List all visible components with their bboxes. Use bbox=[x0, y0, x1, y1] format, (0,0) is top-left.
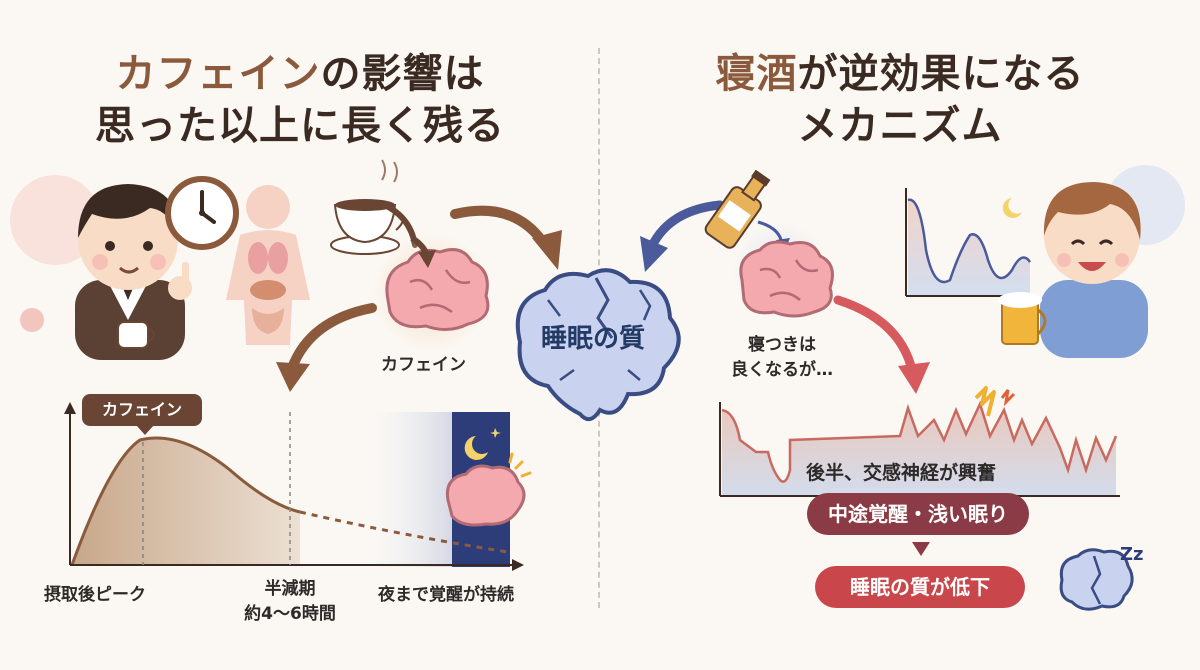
left-title-accent: カフェイン bbox=[115, 51, 321, 97]
label-half-life-1: 半減期 bbox=[264, 579, 316, 599]
label-half-life-2: 約4〜6時間 bbox=[244, 604, 336, 624]
label-peak: 摂取後ピーク bbox=[44, 585, 146, 605]
sleep-quality-label: 睡眠の質 bbox=[540, 324, 645, 354]
man-with-coffee bbox=[75, 184, 192, 360]
left-title: カフェインの影響は 思った以上に長く残る bbox=[40, 48, 560, 152]
y-axis-arrow bbox=[64, 402, 76, 414]
label-half-life: 半減期 約4〜6時間 bbox=[240, 574, 340, 624]
brain-caffeine-label: カフェイン bbox=[381, 355, 466, 375]
arrow-head bbox=[898, 362, 930, 394]
body-organs-icon bbox=[226, 185, 310, 345]
right-title-rest: が逆効果になる bbox=[797, 51, 1085, 97]
lightning-icon bbox=[1000, 389, 1016, 407]
moon-icon bbox=[1002, 198, 1022, 218]
arrow-head bbox=[276, 362, 310, 392]
alert-sparkle-icon bbox=[508, 452, 532, 478]
sleep-onset-2: 良くなるが… bbox=[731, 360, 833, 380]
liquor-bottle-icon bbox=[704, 169, 771, 249]
sleep-quality-brain bbox=[515, 268, 681, 422]
sympathetic-label: 後半、交感神経が興奮 bbox=[806, 462, 997, 484]
arrow-head bbox=[418, 250, 436, 268]
caffeine-curve bbox=[70, 436, 301, 566]
clock-icon bbox=[165, 176, 239, 250]
arrow-head bbox=[640, 236, 668, 272]
caffeine-chart bbox=[64, 402, 532, 571]
caffeine-area bbox=[72, 438, 300, 565]
quality-decline-pill: 睡眠の質が低下 bbox=[815, 566, 1025, 608]
sleep-wave-chart-top bbox=[905, 188, 1032, 297]
down-arrow-icon bbox=[912, 542, 930, 556]
coffee-cup-icon bbox=[330, 159, 418, 255]
broken-brain-icon: Zz bbox=[1059, 544, 1144, 611]
sleep-onset-1: 寝つきは bbox=[748, 335, 816, 355]
left-title-line2: 思った以上に長く残る bbox=[95, 103, 505, 149]
boy-with-beer bbox=[998, 182, 1148, 358]
left-title-rest: の影響は bbox=[320, 51, 485, 97]
decor-circle bbox=[20, 308, 44, 332]
moon-icon bbox=[464, 436, 488, 460]
x-axis-arrow bbox=[512, 559, 524, 571]
caffeine-curve-dashed bbox=[299, 510, 509, 554]
star-icon bbox=[490, 428, 501, 438]
lightning-icon bbox=[974, 386, 996, 417]
label-night: 夜まで覚醒が持続 bbox=[378, 585, 514, 605]
arrow-to-sleep-chart bbox=[833, 295, 917, 375]
arrow-head bbox=[532, 230, 562, 270]
decor-circle bbox=[10, 175, 100, 265]
caffeine-peak-tag: カフェイン bbox=[82, 394, 202, 435]
arrow-to-sleep-quality-right bbox=[647, 200, 725, 251]
brain-icon-right bbox=[739, 240, 834, 318]
arrow-to-sleep-quality bbox=[450, 205, 550, 250]
brain-icon-awake bbox=[445, 464, 526, 527]
sleep-onset-label: 寝つきは 良くなるが… bbox=[712, 330, 852, 380]
right-title-accent: 寝酒 bbox=[715, 51, 798, 97]
right-title: 寝酒が逆効果になる メカニズム bbox=[640, 48, 1160, 152]
arrow-to-chart bbox=[287, 303, 377, 373]
zzz-icon: Zz bbox=[1120, 544, 1144, 565]
mid-wake-pill: 中途覚醒・浅い眠り bbox=[807, 493, 1029, 535]
brain-icon-left bbox=[385, 248, 490, 331]
right-title-line2: メカニズム bbox=[797, 103, 1003, 149]
